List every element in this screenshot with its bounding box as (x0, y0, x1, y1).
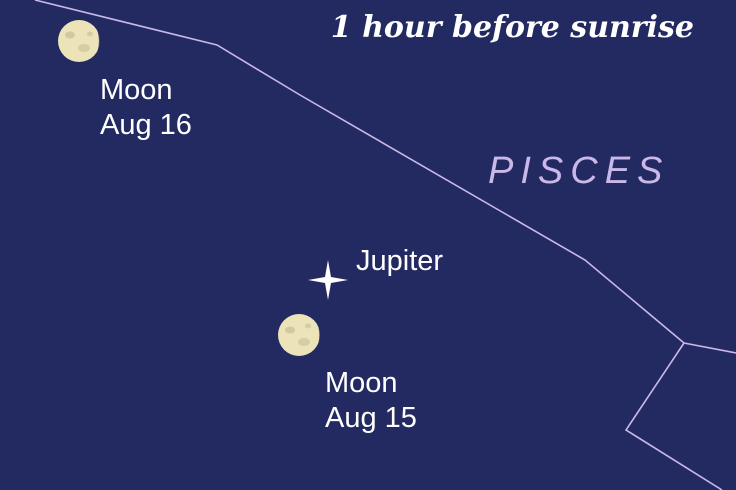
constellation-line-upper (34, 0, 736, 354)
moon-aug16-label: Moon Aug 16 (100, 73, 192, 143)
moon-aug16-date: Aug 16 (100, 109, 192, 141)
constellation-line-lower (624, 342, 723, 490)
moon-aug16-name: Moon (100, 74, 173, 106)
moon-aug15-icon (278, 314, 322, 356)
moon-aug15-label: Moon Aug 15 (325, 366, 417, 436)
jupiter-star-icon (308, 260, 348, 300)
moon-aug15-date: Aug 15 (325, 402, 417, 434)
moon-aug16-icon (58, 20, 103, 62)
moon-aug15-name: Moon (325, 367, 398, 399)
chart-title: 1 hour before sunrise (330, 10, 694, 45)
jupiter-label: Jupiter (356, 245, 444, 277)
constellation-label: PISCES (488, 150, 670, 192)
pisces-constellation-lines (34, 0, 736, 490)
